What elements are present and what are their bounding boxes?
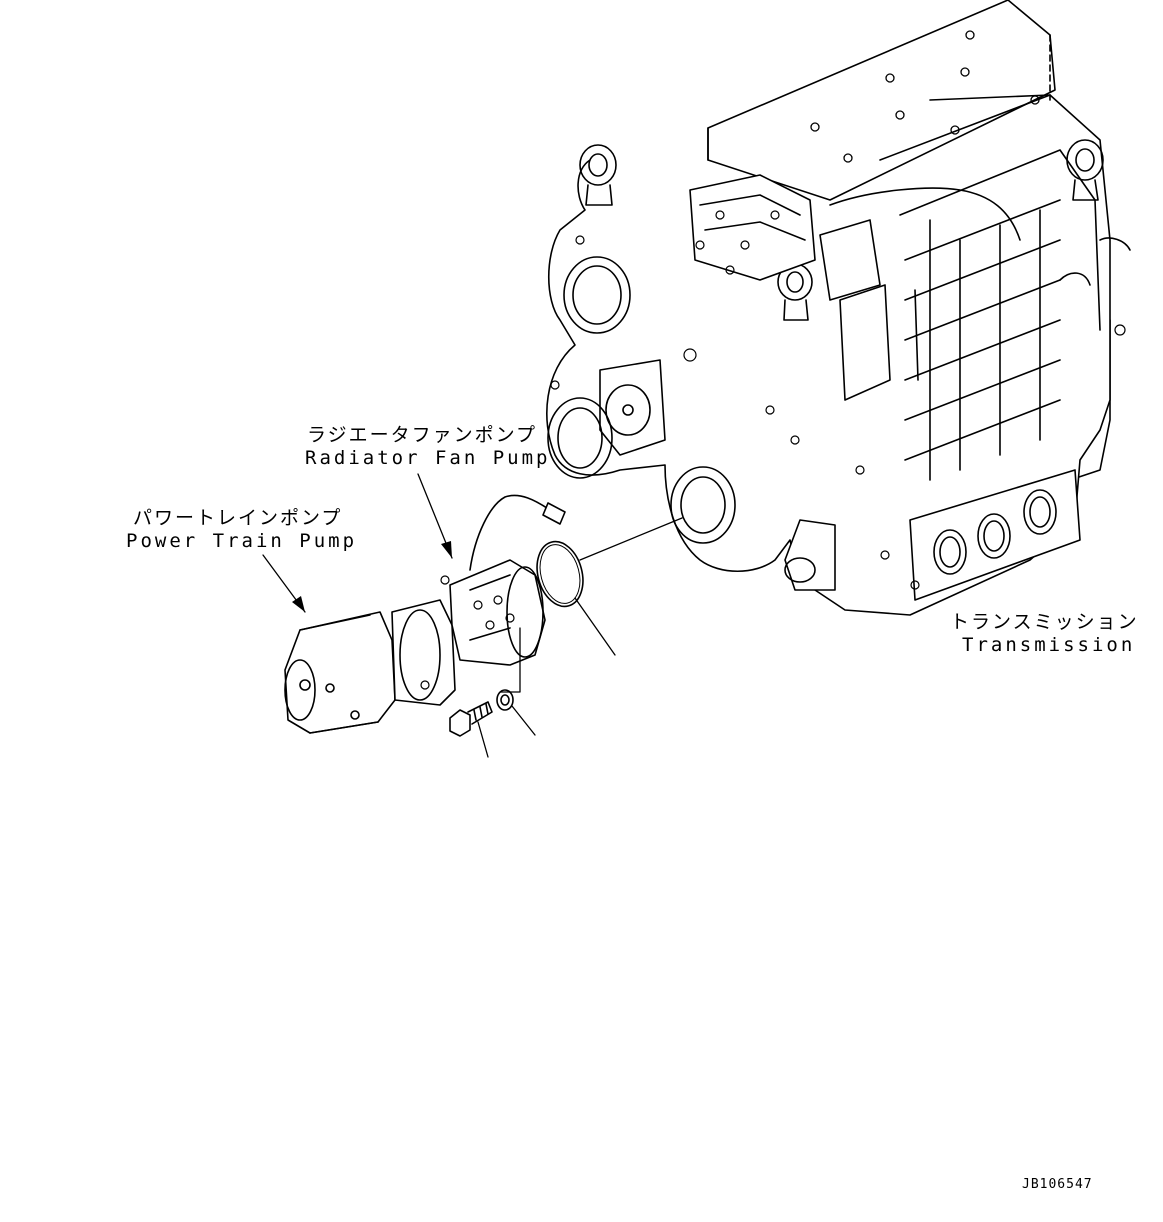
leader-o-ring-to-housing [580, 518, 682, 560]
lifting-eye-center [778, 264, 812, 320]
leader-bolt-callout [478, 722, 488, 757]
figure-reference-id: JB106547 [1022, 1177, 1093, 1192]
o-ring [530, 536, 590, 611]
transmission-drawing [547, 0, 1130, 615]
power-train-pump-label-jp: パワートレインポンプ [133, 507, 343, 529]
pump-assembly-drawing [285, 495, 565, 733]
lifting-eye-right [1067, 140, 1103, 200]
bolt [450, 702, 492, 736]
transmission-label-en: Transmission [962, 634, 1136, 656]
lower-ports [910, 470, 1080, 600]
radiator-fan-pump-label-jp: ラジエータファンポンプ [307, 424, 538, 446]
leader-lines [263, 474, 682, 757]
leader-washer-callout [512, 706, 535, 735]
top-cover-bolts [811, 31, 1039, 162]
washer [497, 690, 513, 710]
transmission-label-jp: トランスミッション [950, 611, 1139, 633]
housing-openings [548, 257, 735, 543]
leader-o-ring-callout [575, 598, 615, 655]
lifting-eye-left [580, 145, 616, 205]
leader-arrowheads [292, 541, 452, 612]
radiator-fan-pump-label-en: Radiator Fan Pump [305, 447, 551, 469]
leader-fan-pump-bracket [500, 628, 520, 692]
power-train-pump-label-en: Power Train Pump [126, 530, 358, 552]
